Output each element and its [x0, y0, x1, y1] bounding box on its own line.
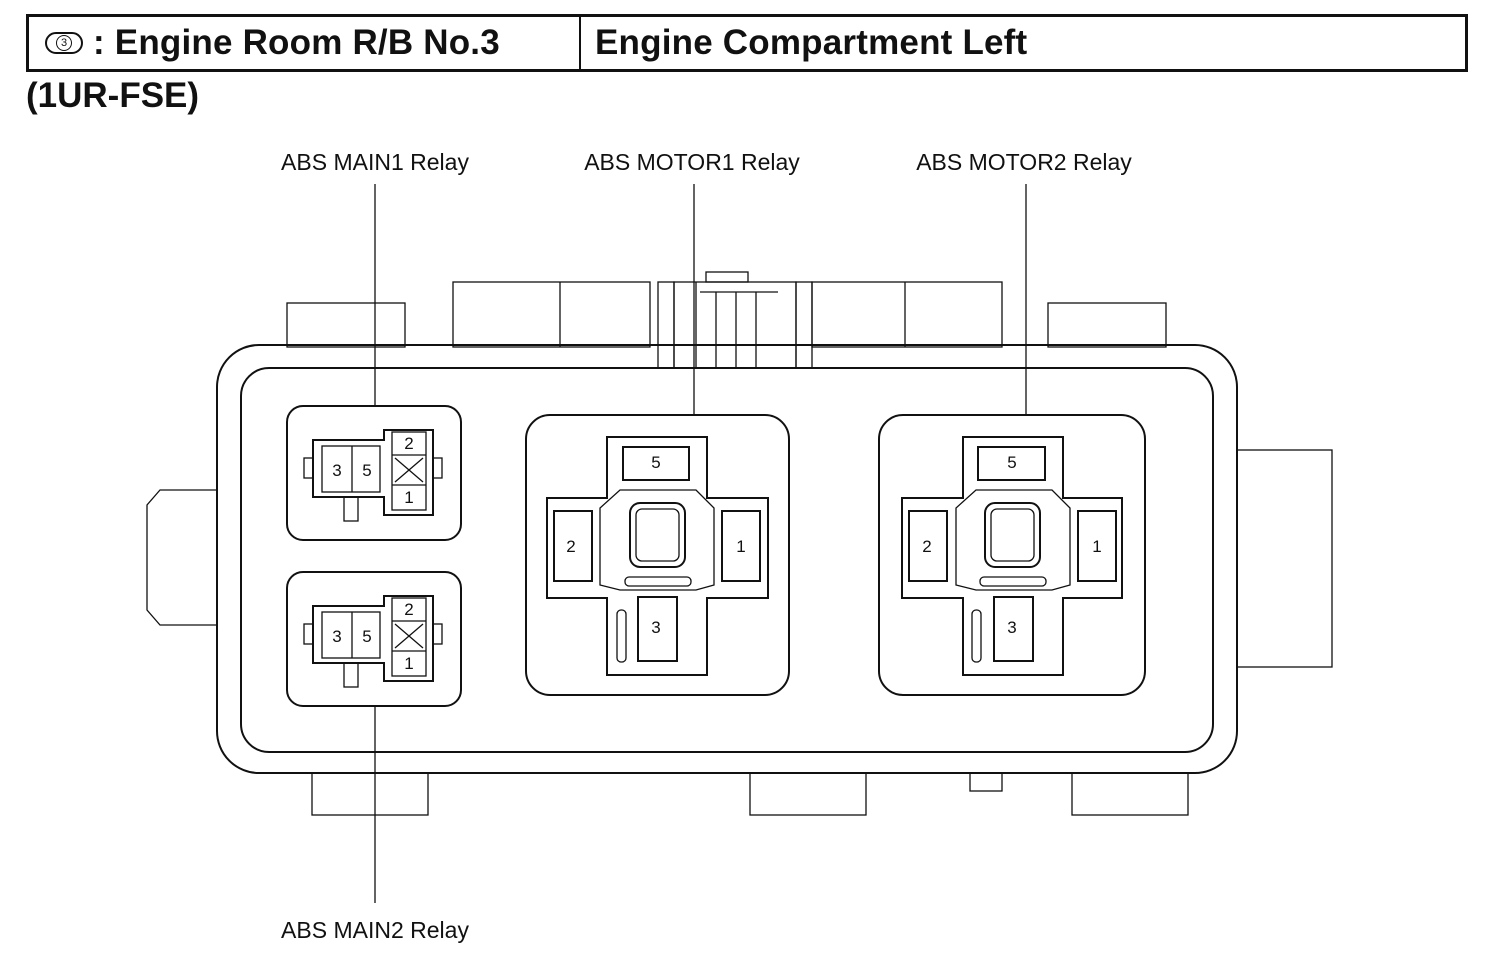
left-side-tab: [146, 489, 217, 626]
abs-main2-relay-label: ABS MAIN2 Relay: [281, 917, 469, 943]
right-side-tab: [1236, 449, 1333, 668]
abs-motor2-relay: 5 2 1 3: [878, 414, 1146, 696]
abs-main2-relay: 3 5 2 1: [286, 571, 462, 707]
badge-number: 3: [56, 35, 72, 51]
main1-pin-1: 1: [404, 488, 413, 507]
bottom-tabs: [311, 772, 1189, 816]
abs-motor2-relay-label: ABS MOTOR2 Relay: [916, 149, 1132, 175]
connector-number-badge: 3: [45, 32, 83, 54]
motor2-pin3-slot: [993, 596, 1034, 662]
motor2-pin-1: 1: [1092, 537, 1101, 556]
location-name: Engine Compartment Left: [595, 23, 1028, 62]
main1-socket-frame: [286, 405, 462, 541]
motor2-socket-frame: [878, 414, 1146, 696]
motor2-pin-2: 2: [922, 537, 931, 556]
motor1-pin5-slot: [622, 446, 690, 481]
main2-pin-2: 2: [404, 600, 413, 619]
motor1-pin2-slot: [553, 510, 593, 582]
motor2-pin5-slot: [977, 446, 1046, 481]
header-location-name-cell: Engine Compartment Left: [581, 17, 1465, 69]
motor2-pin-5: 5: [1007, 453, 1016, 472]
motor2-pin2-slot: [908, 510, 948, 582]
main1-pin-5: 5: [362, 461, 371, 480]
motor1-pin-2: 2: [566, 537, 575, 556]
engine-label: (1UR-FSE): [26, 76, 200, 115]
abs-main1-relay-label: ABS MAIN1 Relay: [281, 149, 469, 175]
abs-main1-relay: 3 5 2 1: [286, 405, 462, 541]
abs-motor1-relay-label: ABS MOTOR1 Relay: [584, 149, 800, 175]
main2-pin-3: 3: [332, 627, 341, 646]
motor2-pin1-slot: [1077, 510, 1117, 582]
main1-pin-2: 2: [404, 434, 413, 453]
location-code: : Engine Room R/B No.3: [93, 23, 500, 62]
main2-pin-5: 5: [362, 627, 371, 646]
motor1-pin1-slot: [721, 510, 761, 582]
abs-motor1-relay: 5 2 1 3: [525, 414, 790, 696]
motor2-pin-3: 3: [1007, 618, 1016, 637]
motor1-pin-5: 5: [651, 453, 660, 472]
main2-socket-frame: [286, 571, 462, 707]
housing-outer: [216, 344, 1238, 774]
top-tabs: [286, 271, 1167, 369]
housing-inner: [240, 367, 1214, 753]
header-bar: 3 : Engine Room R/B No.3 Engine Compartm…: [26, 14, 1468, 72]
motor1-pin-3: 3: [651, 618, 660, 637]
motor1-pin3-slot: [637, 596, 678, 662]
main2-pin-1: 1: [404, 654, 413, 673]
motor1-socket-frame: [525, 414, 790, 696]
header-location-code-cell: 3 : Engine Room R/B No.3: [29, 17, 581, 69]
main1-pin-3: 3: [332, 461, 341, 480]
motor1-pin-1: 1: [736, 537, 745, 556]
